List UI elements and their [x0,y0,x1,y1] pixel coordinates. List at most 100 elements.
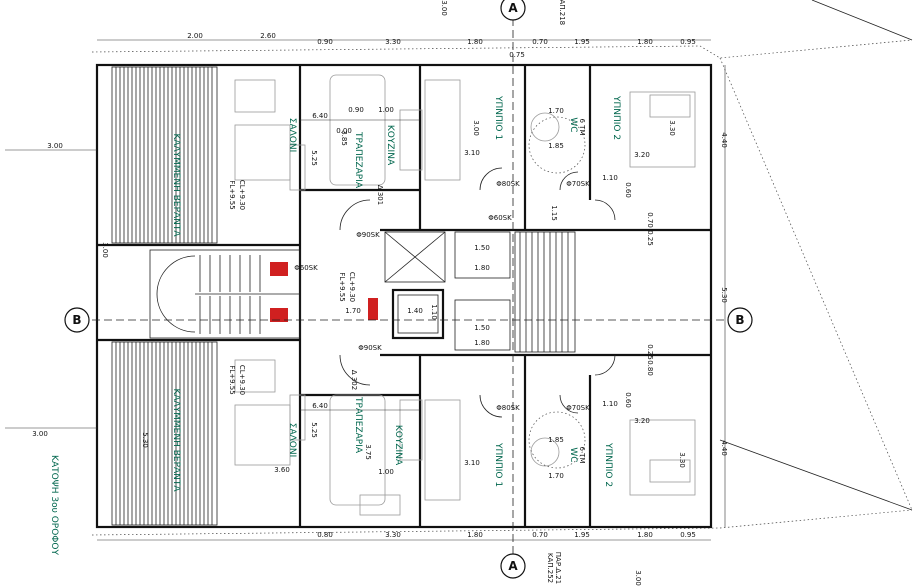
dim-inner-26: 0.90 [348,106,364,114]
door-tags: Φ90SK Φ90SK Φ80SK Φ80SK Φ70SK Φ70SK Φ60S… [294,180,590,412]
dim-inner-30: 1.50 [474,324,490,332]
upper-bedroom1-label: ΥΠΝΠΙΟ 1 [493,95,503,140]
dim-vertical-bottom: 3.00 [634,570,642,586]
lower-veranda-hatch [111,341,218,526]
margin-note-bottom-1: ΚΑΠ.252 [546,553,554,583]
dim-left-2: 5.30 [141,432,149,448]
dim-bottom-3: 0.70 [532,531,548,539]
dimension-labels-top: 2.00 2.60 0.90 3.30 1.80 0.75 0.70 1.95 … [187,32,696,59]
dim-right-2: 4.40 [720,440,728,456]
door-tag-2: Φ80SK [496,180,520,188]
dim-right-0: 4.40 [720,132,728,148]
dim-inner-29: 1.50 [474,244,490,252]
dim-right-6: 0.80 [646,360,654,376]
dim-bottom-1: 3.30 [385,531,401,539]
dim-inner-34: 0.00 [336,127,352,135]
staircase [149,249,378,339]
door-tag-4: Φ70SK [566,180,590,188]
dim-inner-16: 1.85 [548,142,564,150]
grid-marker-a-bottom: A [500,553,526,579]
dim-inner-33: 3.00 [101,242,109,258]
lower-apartment-id: Δ 302 [350,370,358,390]
dim-inner-28: 1.00 [378,468,394,476]
dim-inner-11: 3.30 [678,452,686,468]
dim-inner-2: 5.25 [310,150,318,166]
dim-bottom-6: 0.95 [680,531,696,539]
dimension-lines [5,39,726,541]
dim-top-6: 0.70 [532,38,548,46]
upper-veranda-hatch [111,66,218,244]
upper-bedroom2-label: ΥΠΝΠΙΟ 2 [611,95,621,140]
upper-fl-level: FL+9.55 [228,180,236,209]
dim-top-7: 1.95 [574,38,590,46]
lower-living-label: ΣΑΛΟΝΙ [287,423,297,457]
upper-living-label: ΣΑΛΟΝΙ [287,118,297,152]
lower-wc-label: WC [568,447,578,462]
dim-inner-27: 1.00 [378,106,394,114]
lower-fl-level: FL+9.55 [228,365,236,394]
grid-marker-b-right: B [727,307,753,333]
door-tag-7: Φ60SK [488,214,512,222]
shafts [454,231,576,353]
dim-inner-32: 0.60 [624,182,632,198]
lower-furniture [234,359,696,516]
dimension-labels-right: 4.40 5.30 4.40 0.70 0.25 0.25 0.80 [646,132,728,456]
elevator-shaft [384,231,446,340]
dim-inner-12: 3.20 [634,151,650,159]
dim-inner-7: 3.00 [472,120,480,136]
door-swings [339,167,616,418]
dim-right-1: 5.30 [720,287,728,303]
upper-wc-area: 6 ΤΜ [578,119,586,136]
upper-veranda-label: ΚΑΛΥΜΜΕΝΗ ΒΕΡΑΝΤΑ [171,133,181,237]
upper-kitchen-label: ΚΟΥΖΙΝΑ [385,125,395,166]
site-boundary [91,0,913,536]
dim-vertical-top: 3.00 [440,0,448,16]
dim-inner-0: 6.40 [312,112,328,120]
lower-veranda-label: ΚΑΛΥΜΜΕΝΗ ΒΕΡΑΝΤΑ [171,388,181,492]
lower-wc-area: 6 ΤΜ [578,447,586,464]
grid-label-a-top: A [508,1,518,15]
dim-top-8: 1.80 [637,38,653,46]
dim-inner-17: 1.85 [548,436,564,444]
dim-bottom-0: 0.80 [317,531,333,539]
lower-dining-label: ΤΡΑΠΕΖΑΡΙΑ [353,396,363,454]
dim-top-9: 0.95 [680,38,696,46]
dim-right-5: 0.25 [646,344,654,360]
lower-bedroom1-label: ΥΠΝΠΙΟ 1 [493,442,503,487]
dim-top-4: 1.80 [467,38,483,46]
upper-dining-label: ΤΡΑΠΕΖΑΡΙΑ [353,131,363,189]
door-tag-1: Φ90SK [358,344,382,352]
dim-inner-13: 3.20 [634,417,650,425]
dim-inner-23: 1.40 [407,307,423,315]
dim-inner-20: 1.15 [550,205,558,221]
dimension-labels-inner: 6.40 6.40 5.25 5.25 3.85 3.75 3.60 3.00 … [101,0,686,586]
lower-bedroom2-label: ΥΠΝΠΙΟ 2 [603,442,613,487]
dimension-labels-left: 3.00 3.00 5.30 [32,142,149,448]
dim-inner-18: 1.10 [602,174,618,182]
stair-cl-level: CL+9.30 [348,272,356,302]
dim-inner-15: 1.70 [548,472,564,480]
dim-inner-9: 3.10 [464,459,480,467]
upper-apartment-id: Δ 301 [376,185,384,205]
lower-kitchen-label: ΚΟΥΖΙΝΑ [393,425,403,466]
upper-cl-level: CL+9.30 [238,180,246,210]
dim-inner-22: 1.80 [474,339,490,347]
upper-furniture [234,74,696,191]
dim-top-0: 2.00 [187,32,203,40]
dim-inner-8: 3.10 [464,149,480,157]
grid-label-b-left: B [72,313,81,327]
dim-bottom-2: 1.80 [467,531,483,539]
grid-label-b-right: B [735,313,744,327]
grid-label-a-bottom: A [508,559,518,573]
upper-wc-label: WC [568,117,578,132]
grid-axes [92,18,728,568]
dim-inner-24: 1.10 [430,304,438,320]
dim-right-3: 0.70 [646,212,654,228]
grid-marker-b-left: B [64,307,90,333]
margin-note-top: ΚΑΠ.218 [558,0,566,25]
dim-inner-5: 3.75 [364,444,372,460]
door-tag-5: Φ70SK [566,404,590,412]
dim-inner-10: 3.30 [668,120,676,136]
drawing-title: ΚΑΤΟΨΗ 3ου ΟΡΟΦΟΥ [49,455,59,555]
